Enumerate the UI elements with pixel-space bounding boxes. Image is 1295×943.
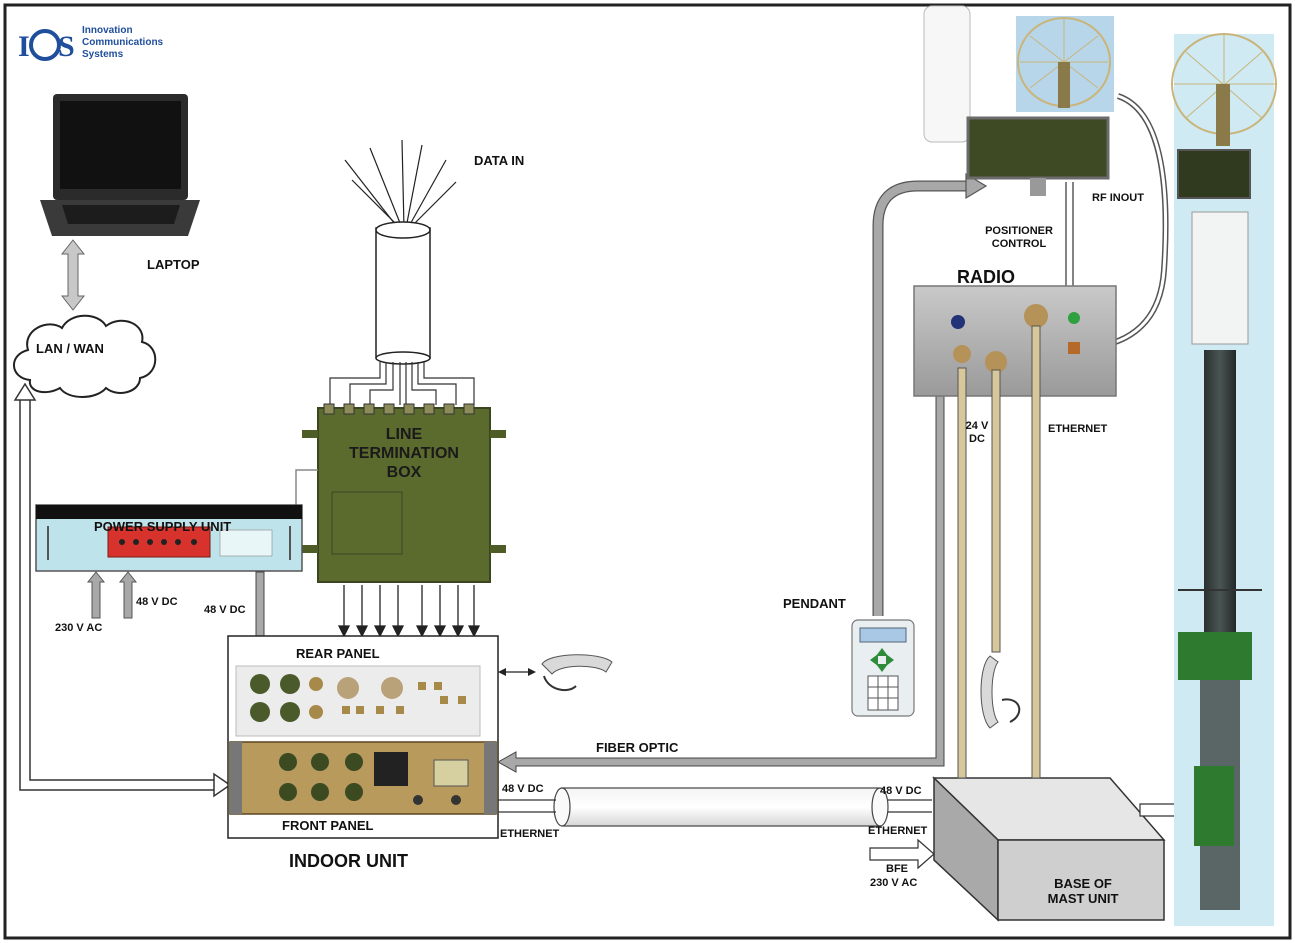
field-telephone-icon	[980, 655, 1021, 729]
positioner-unit	[966, 116, 1110, 196]
ics-logo: I S	[18, 29, 75, 63]
bfe-arrow	[869, 838, 935, 870]
svg-text:S: S	[58, 30, 75, 63]
sector-antenna-icon	[923, 5, 971, 143]
logo-line-1: Innovation	[82, 25, 133, 36]
ltb-to-rear-panel-arrows	[337, 585, 481, 638]
interconnect-cable	[498, 787, 932, 827]
lan-wan-cloud	[13, 314, 157, 398]
psu-input-arrows	[86, 571, 138, 619]
power-supply-unit	[35, 504, 303, 572]
label-line-termination-box: LINE TERMINATION BOX	[318, 425, 490, 482]
positioner-line-1: POSITIONER	[985, 225, 1053, 237]
lan-to-front-panel-link	[13, 382, 232, 798]
label-base-of-mast-unit: BASE OF MAST UNIT	[1018, 876, 1148, 906]
label-ethernet-radio: ETHERNET	[1048, 423, 1108, 435]
laptop-lan-arrow	[60, 239, 86, 311]
svg-text:I: I	[18, 30, 30, 63]
ltb-psu-link	[295, 469, 318, 508]
label-indoor-unit: INDOOR UNIT	[289, 851, 408, 871]
front-panel	[229, 741, 497, 815]
label-bfe: BFE	[886, 863, 908, 875]
pendant-to-positioner-arrow	[872, 172, 988, 616]
label-rear-panel: REAR PANEL	[296, 646, 380, 661]
label-bfe-230v-ac: 230 V AC	[870, 877, 918, 889]
pendant-icon	[851, 619, 915, 717]
dish-antenna-icon	[1016, 16, 1114, 112]
ltb-line-1: LINE	[385, 426, 423, 443]
v24-line-1: 24 V	[965, 420, 989, 432]
label-48v-dc-psu-out: 48 V DC	[204, 604, 246, 616]
label-fiber-optic: FIBER OPTIC	[596, 740, 679, 755]
label-positioner-control: POSITIONER CONTROL	[976, 225, 1062, 251]
label-rf-inout: RF INOUT	[1092, 192, 1144, 204]
label-ethernet-right: ETHERNET	[868, 825, 928, 837]
logo-line-3: Systems	[82, 49, 124, 60]
label-ethernet-left: ETHERNET	[500, 828, 560, 840]
label-230v-ac: 230 V AC	[55, 622, 103, 634]
label-lan-wan: LAN / WAN	[36, 341, 104, 356]
v24-line-2: DC	[969, 433, 985, 445]
label-power-supply-unit: POWER SUPPLY UNIT	[94, 519, 232, 534]
label-radio: RADIO	[957, 267, 1015, 287]
bundle-to-ltb-lines	[329, 362, 475, 405]
positioner-line-2: CONTROL	[991, 238, 1047, 250]
radio-unit	[913, 285, 1117, 397]
ltb-line-2: TERMINATION	[349, 445, 459, 462]
logo-line-2: Communications	[82, 37, 164, 48]
label-48v-dc-psu-in: 48 V DC	[136, 596, 178, 608]
base-of-mast-unit	[932, 776, 1166, 922]
label-laptop: LAPTOP	[147, 257, 200, 272]
line-termination-box	[302, 407, 506, 583]
label-48v-dc-left: 48 V DC	[502, 783, 544, 795]
mast-assembly	[1171, 33, 1277, 926]
outer-frame	[3, 3, 1292, 940]
laptop-icon	[40, 94, 200, 236]
telephone-handset-icon	[498, 654, 613, 692]
base-line-2: MAST UNIT	[1047, 891, 1119, 906]
label-48v-dc-right: 48 V DC	[880, 785, 922, 797]
ltb-line-3: BOX	[386, 464, 422, 481]
data-in-wires	[344, 139, 457, 229]
radio-feed-cables	[957, 325, 1041, 779]
label-24v-dc: 24 V DC	[958, 420, 996, 446]
label-pendant: PENDANT	[783, 596, 846, 611]
ltb-connectors	[323, 403, 475, 415]
base-line-1: BASE OF	[1054, 876, 1112, 891]
label-data-in: DATA IN	[474, 153, 525, 168]
rf-inout-cable-core	[1083, 94, 1168, 350]
label-front-panel: FRONT PANEL	[282, 818, 374, 833]
data-in-cable	[375, 221, 431, 365]
logo-text: Innovation Communications Systems	[82, 25, 163, 61]
